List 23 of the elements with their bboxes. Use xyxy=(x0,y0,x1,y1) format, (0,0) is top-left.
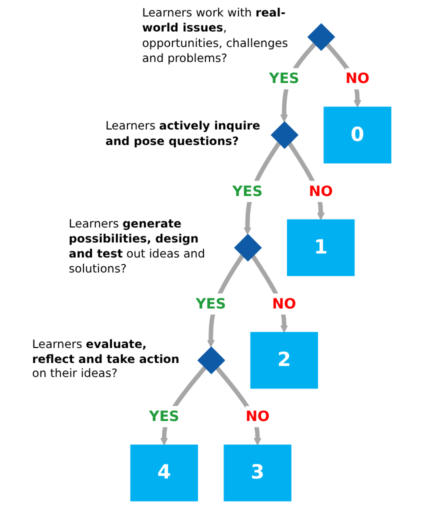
edge-label: YES xyxy=(196,295,226,312)
question-text: Learners evaluate, reflect and take action on their ideas? xyxy=(32,338,180,383)
node-box: 4 xyxy=(130,444,198,502)
node-diamond xyxy=(197,346,226,374)
arrow xyxy=(288,142,325,220)
node-box: 2 xyxy=(250,332,318,389)
node-box: 3 xyxy=(224,444,292,502)
node-diamond xyxy=(307,23,336,51)
edge-label: YES xyxy=(269,70,300,87)
edge-label: NO xyxy=(272,295,296,312)
node-diamond xyxy=(234,234,262,262)
node-box: 1 xyxy=(286,219,355,276)
edge-label: NO xyxy=(308,182,333,200)
edge-label: YES xyxy=(149,408,180,425)
question-text: Learners work with real-world issues, opportunities, challenges and problems? xyxy=(142,7,290,68)
edge-label: NO xyxy=(246,408,270,425)
edge-label: NO xyxy=(345,70,370,87)
arrow xyxy=(250,254,288,333)
question-text: Learners actively inquire and pose questions? xyxy=(105,120,261,150)
node-box: 0 xyxy=(324,106,392,164)
node-diamond xyxy=(270,121,299,149)
question-text: Learners generate possibilities, design and test out ideas and solutions? xyxy=(68,218,206,278)
edge-label: YES xyxy=(232,182,263,200)
